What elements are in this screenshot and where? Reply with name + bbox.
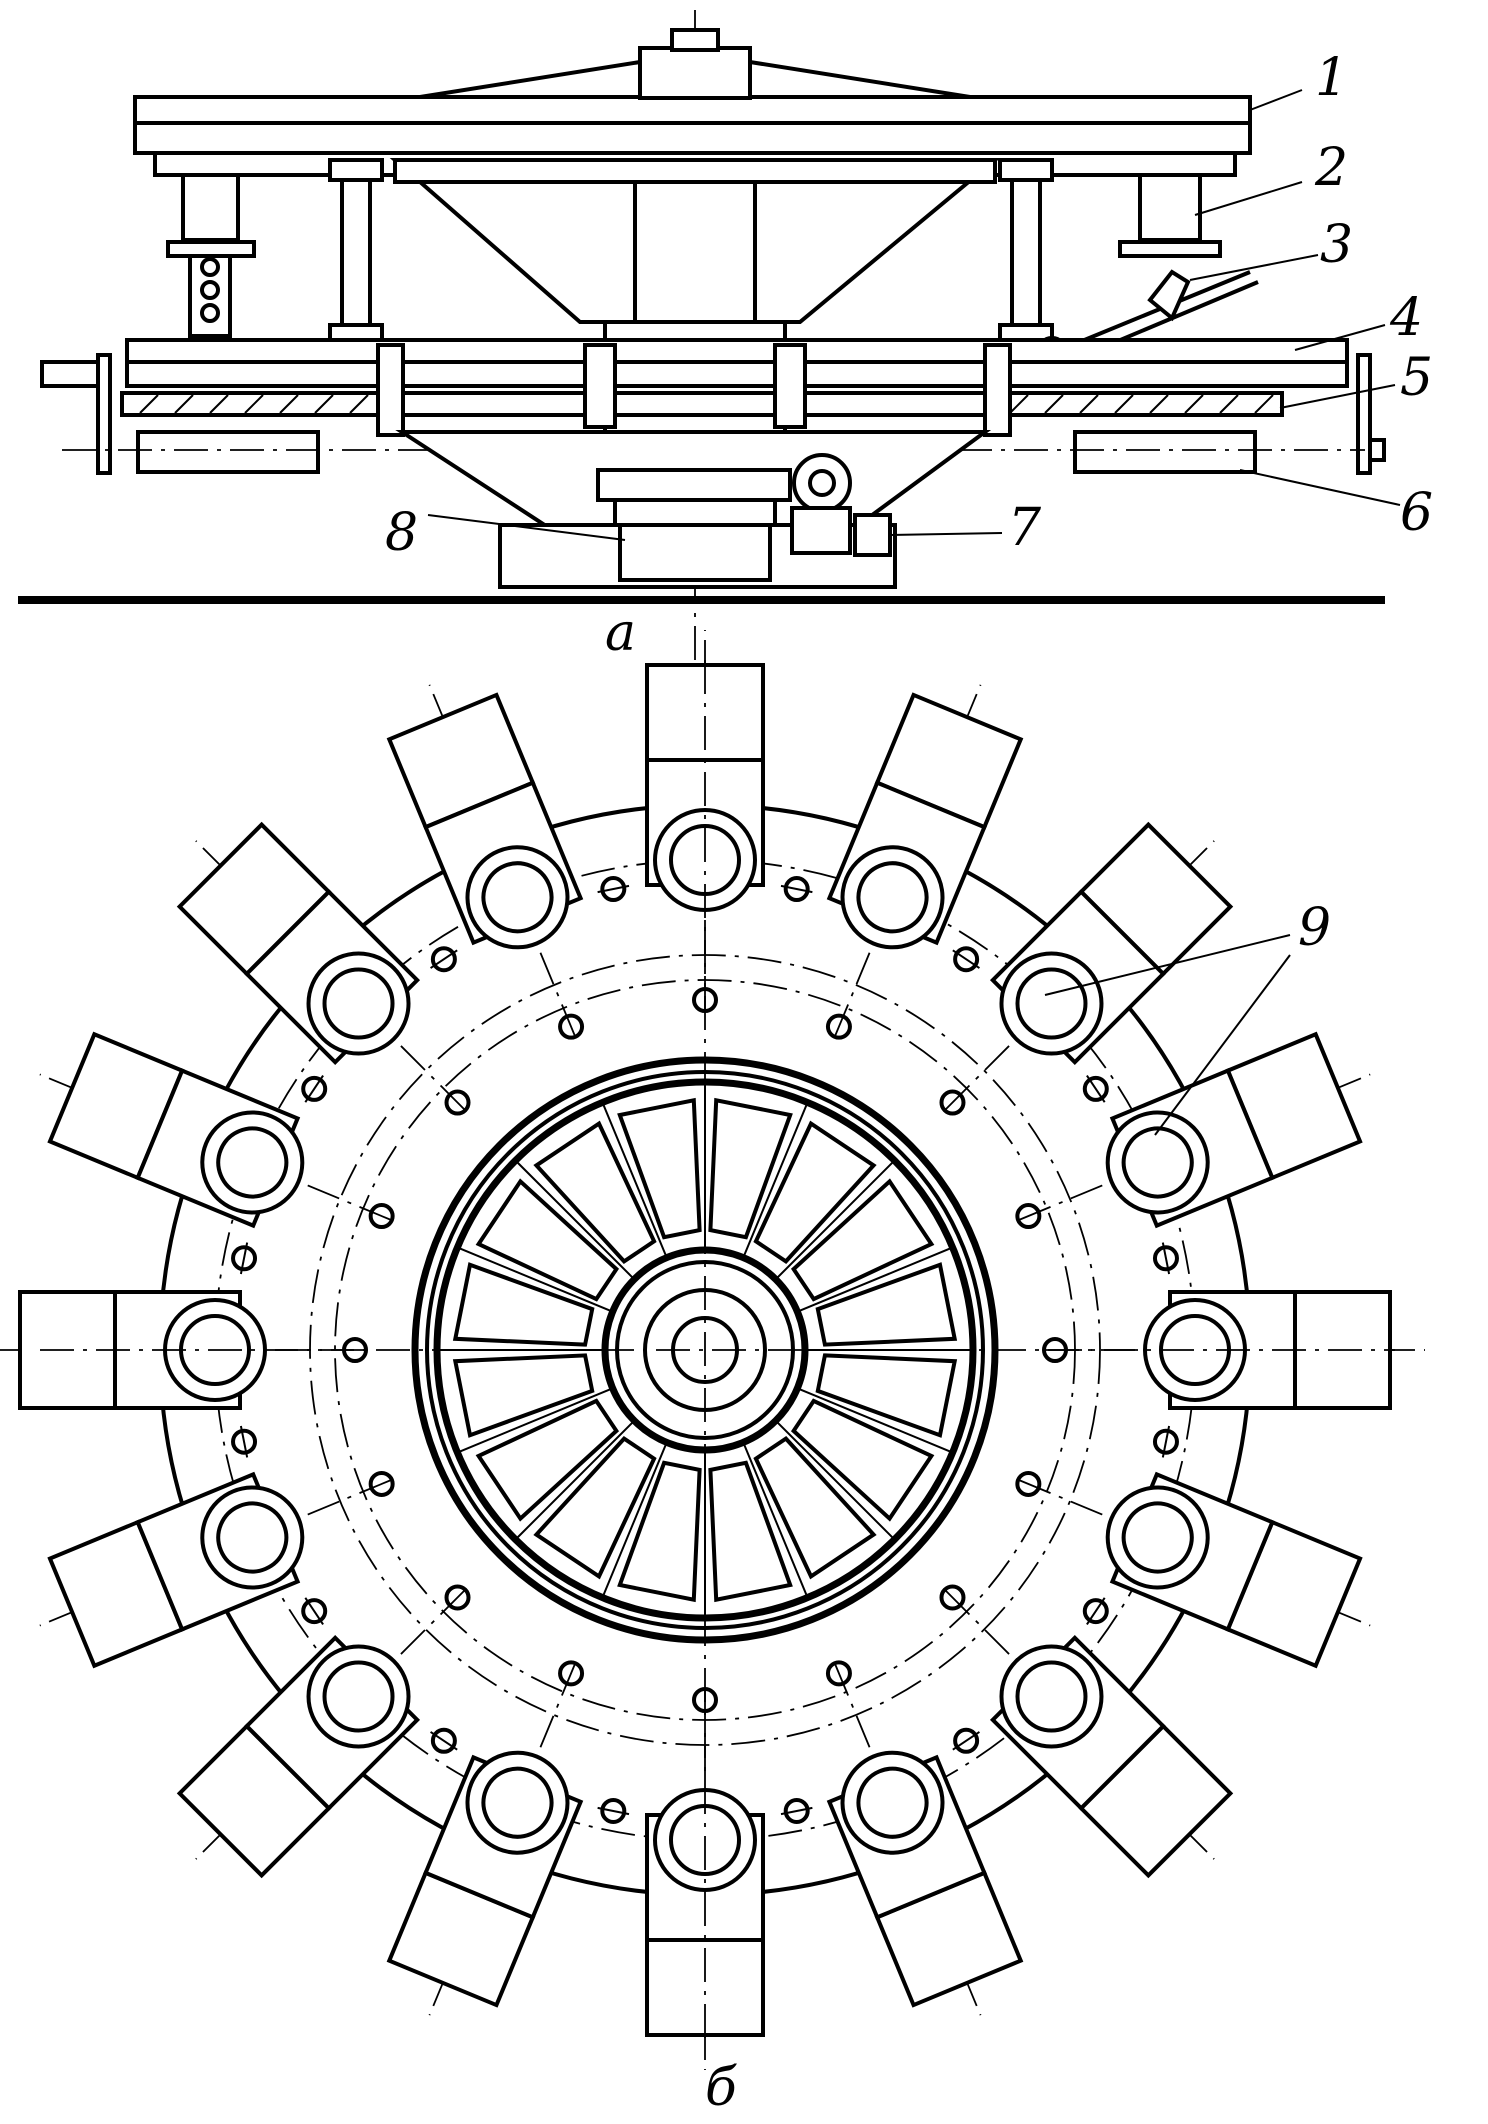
work-stations — [0, 630, 1425, 2070]
spoke-line — [601, 1442, 668, 1598]
lever — [1036, 269, 1259, 368]
left-lower-block — [136, 430, 320, 474]
work-station — [176, 821, 466, 1111]
spoke-line — [797, 1387, 953, 1454]
wheel-window — [617, 1097, 702, 1240]
spoke-line — [775, 1159, 896, 1280]
bolt-crosshair — [952, 1731, 980, 1751]
spoke-line — [514, 1159, 635, 1280]
station-chuck-inner — [216, 1501, 289, 1574]
bolt-crosshair — [430, 949, 458, 969]
station-chuck-inner — [322, 1660, 395, 1733]
callout-8: 8 — [385, 503, 418, 563]
bolt-crosshair — [597, 1806, 630, 1816]
wheel-spokes — [437, 1082, 973, 1618]
bolt-crosshair — [1161, 1425, 1171, 1458]
station-chuck-inner — [1121, 1501, 1194, 1574]
middle-plate — [125, 338, 1349, 364]
work-station — [386, 684, 584, 1037]
spoke-line — [742, 1442, 809, 1598]
view-label-a: а — [605, 603, 636, 663]
spoke-line — [514, 1420, 635, 1541]
callout-4: 4 — [1389, 288, 1423, 348]
work-station — [826, 1663, 1024, 2016]
work-station — [944, 821, 1234, 1111]
station-chuck-inner — [1015, 967, 1088, 1040]
wheel-window — [753, 1435, 877, 1580]
wheel-window — [452, 1262, 595, 1347]
station-chuck-inner — [856, 861, 929, 934]
bolt-crosshair — [1161, 1242, 1171, 1275]
station-chuck-inner — [216, 1126, 289, 1199]
wheel-window — [708, 1460, 793, 1603]
station-chuck-inner — [1121, 1126, 1194, 1199]
work-station — [386, 1663, 584, 2016]
side-view — [18, 10, 1401, 660]
spoke-line — [797, 1246, 953, 1313]
right-lower-block — [1073, 430, 1257, 474]
bolt-crosshair — [952, 949, 980, 969]
wheel-window — [617, 1460, 702, 1603]
callout-9: 9 — [1298, 898, 1331, 958]
wheel-window — [708, 1097, 793, 1240]
station-chuck-inner — [322, 967, 395, 1040]
station-chuck-inner — [481, 861, 554, 934]
bolt-crosshair — [780, 884, 813, 894]
wheel-window — [475, 1178, 620, 1302]
work-station — [176, 1589, 466, 1879]
callout-6: 6 — [1400, 483, 1433, 543]
bolt-crosshair — [597, 884, 630, 894]
left-spindle — [181, 173, 240, 242]
callout-5: 5 — [1400, 348, 1433, 408]
wheel-window — [790, 1178, 935, 1302]
top-view — [0, 630, 1425, 2070]
wheel-window — [475, 1398, 620, 1522]
wheel-window — [753, 1120, 877, 1265]
spoke-line — [742, 1102, 809, 1258]
bolt-crosshair — [304, 1075, 324, 1103]
bolt-holes — [231, 876, 1179, 1824]
work-station — [1018, 1471, 1371, 1669]
station-chuck-inner — [481, 1766, 554, 1839]
station-chuck-inner — [1015, 1660, 1088, 1733]
work-station — [826, 684, 1024, 1037]
callout-labels: 1 2 3 4 5 6 7 8 9 а б — [385, 48, 1433, 2118]
wheel-window — [452, 1353, 595, 1438]
wheel-window — [815, 1353, 958, 1438]
wheel-window — [533, 1120, 657, 1265]
wheel-window — [533, 1435, 657, 1580]
work-station — [944, 1589, 1234, 1879]
bolt-crosshair — [1086, 1597, 1106, 1625]
callout-2: 2 — [1314, 138, 1348, 198]
bolt-crosshair — [780, 1806, 813, 1816]
work-station — [1045, 1290, 1425, 1410]
work-station — [1018, 1031, 1371, 1229]
station-chuck-inner — [856, 1766, 929, 1839]
spoke-line — [775, 1420, 896, 1541]
spoke-line — [601, 1102, 668, 1258]
spoke-line — [457, 1246, 613, 1313]
right-spindle — [1138, 173, 1202, 242]
bolt-crosshair — [239, 1425, 249, 1458]
view-label-b: б — [705, 2058, 737, 2118]
bolt-crosshair — [304, 1597, 324, 1625]
callout-1: 1 — [1315, 48, 1348, 108]
callout-3: 3 — [1320, 215, 1353, 275]
wheel-window — [815, 1262, 958, 1347]
bolt-crosshair — [430, 1731, 458, 1751]
bolt-crosshair — [239, 1242, 249, 1275]
work-station — [39, 1031, 392, 1229]
bolt-crosshair — [1086, 1075, 1106, 1103]
wheel-window — [790, 1398, 935, 1522]
work-station — [39, 1471, 392, 1669]
callout-7: 7 — [1008, 498, 1042, 558]
spoke-line — [457, 1387, 613, 1454]
